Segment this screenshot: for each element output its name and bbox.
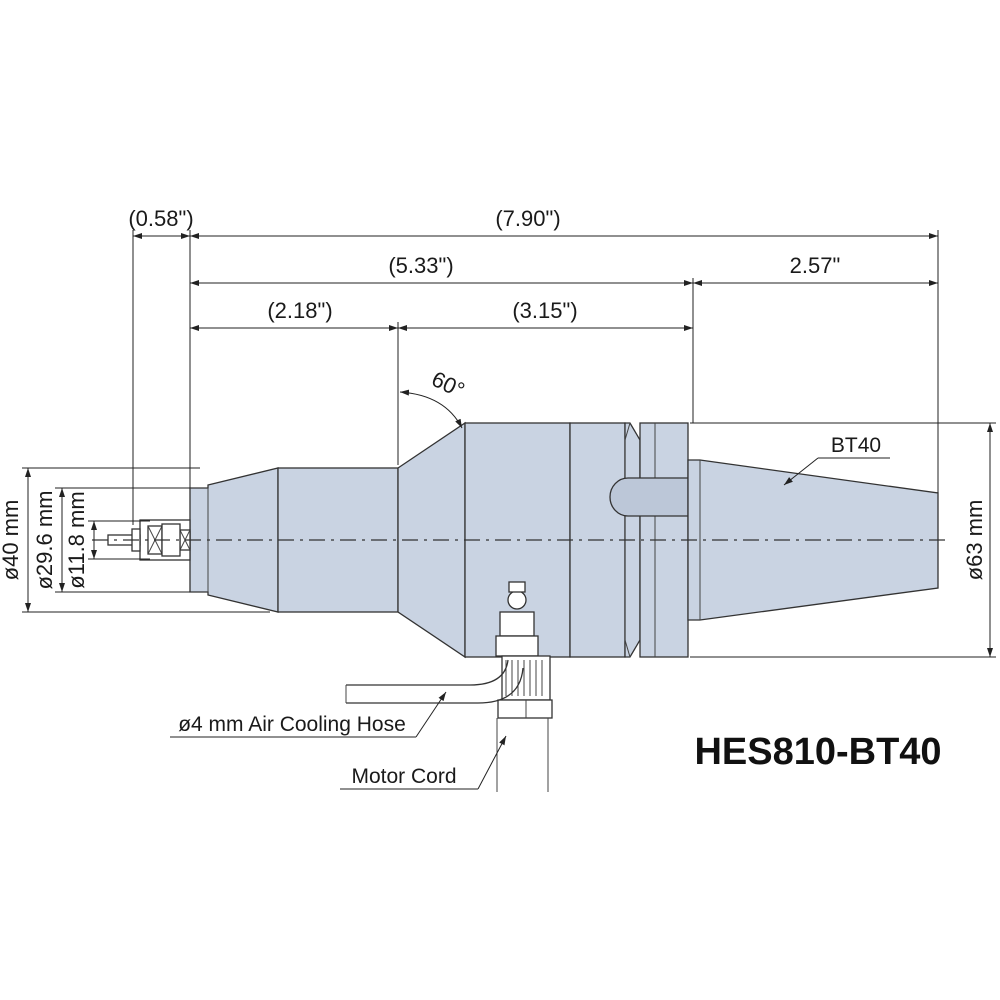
nose-section [189,467,279,613]
extension-lines [22,230,996,658]
dia-296-label: ø29.6 mm [32,490,57,589]
air-hose [346,659,509,686]
dim-218: (2.18") [267,298,332,323]
dia-118-label: ø11.8 mm [64,491,89,588]
dia-40-label: ø40 mm [0,500,23,581]
dia-63-label: ø63 mm [962,500,987,581]
air-hose-label: ø4 mm Air Cooling Hose [178,713,406,736]
motor-cord-label: Motor Cord [351,765,456,788]
model-title: HES810-BT40 [694,731,941,773]
taper-label: BT40 [831,434,881,457]
dim-533: (5.33") [388,253,453,278]
dim-315: (3.15") [512,298,577,323]
dim-058: (0.58") [128,206,193,231]
dimension-lines [25,233,993,790]
dim-790: (7.90") [495,206,560,231]
connector-fitting [495,581,553,719]
key-slot [609,477,689,517]
dim-257: 2.57" [790,253,841,278]
collet-nut [107,519,191,561]
angle-label: 60° [428,366,469,403]
